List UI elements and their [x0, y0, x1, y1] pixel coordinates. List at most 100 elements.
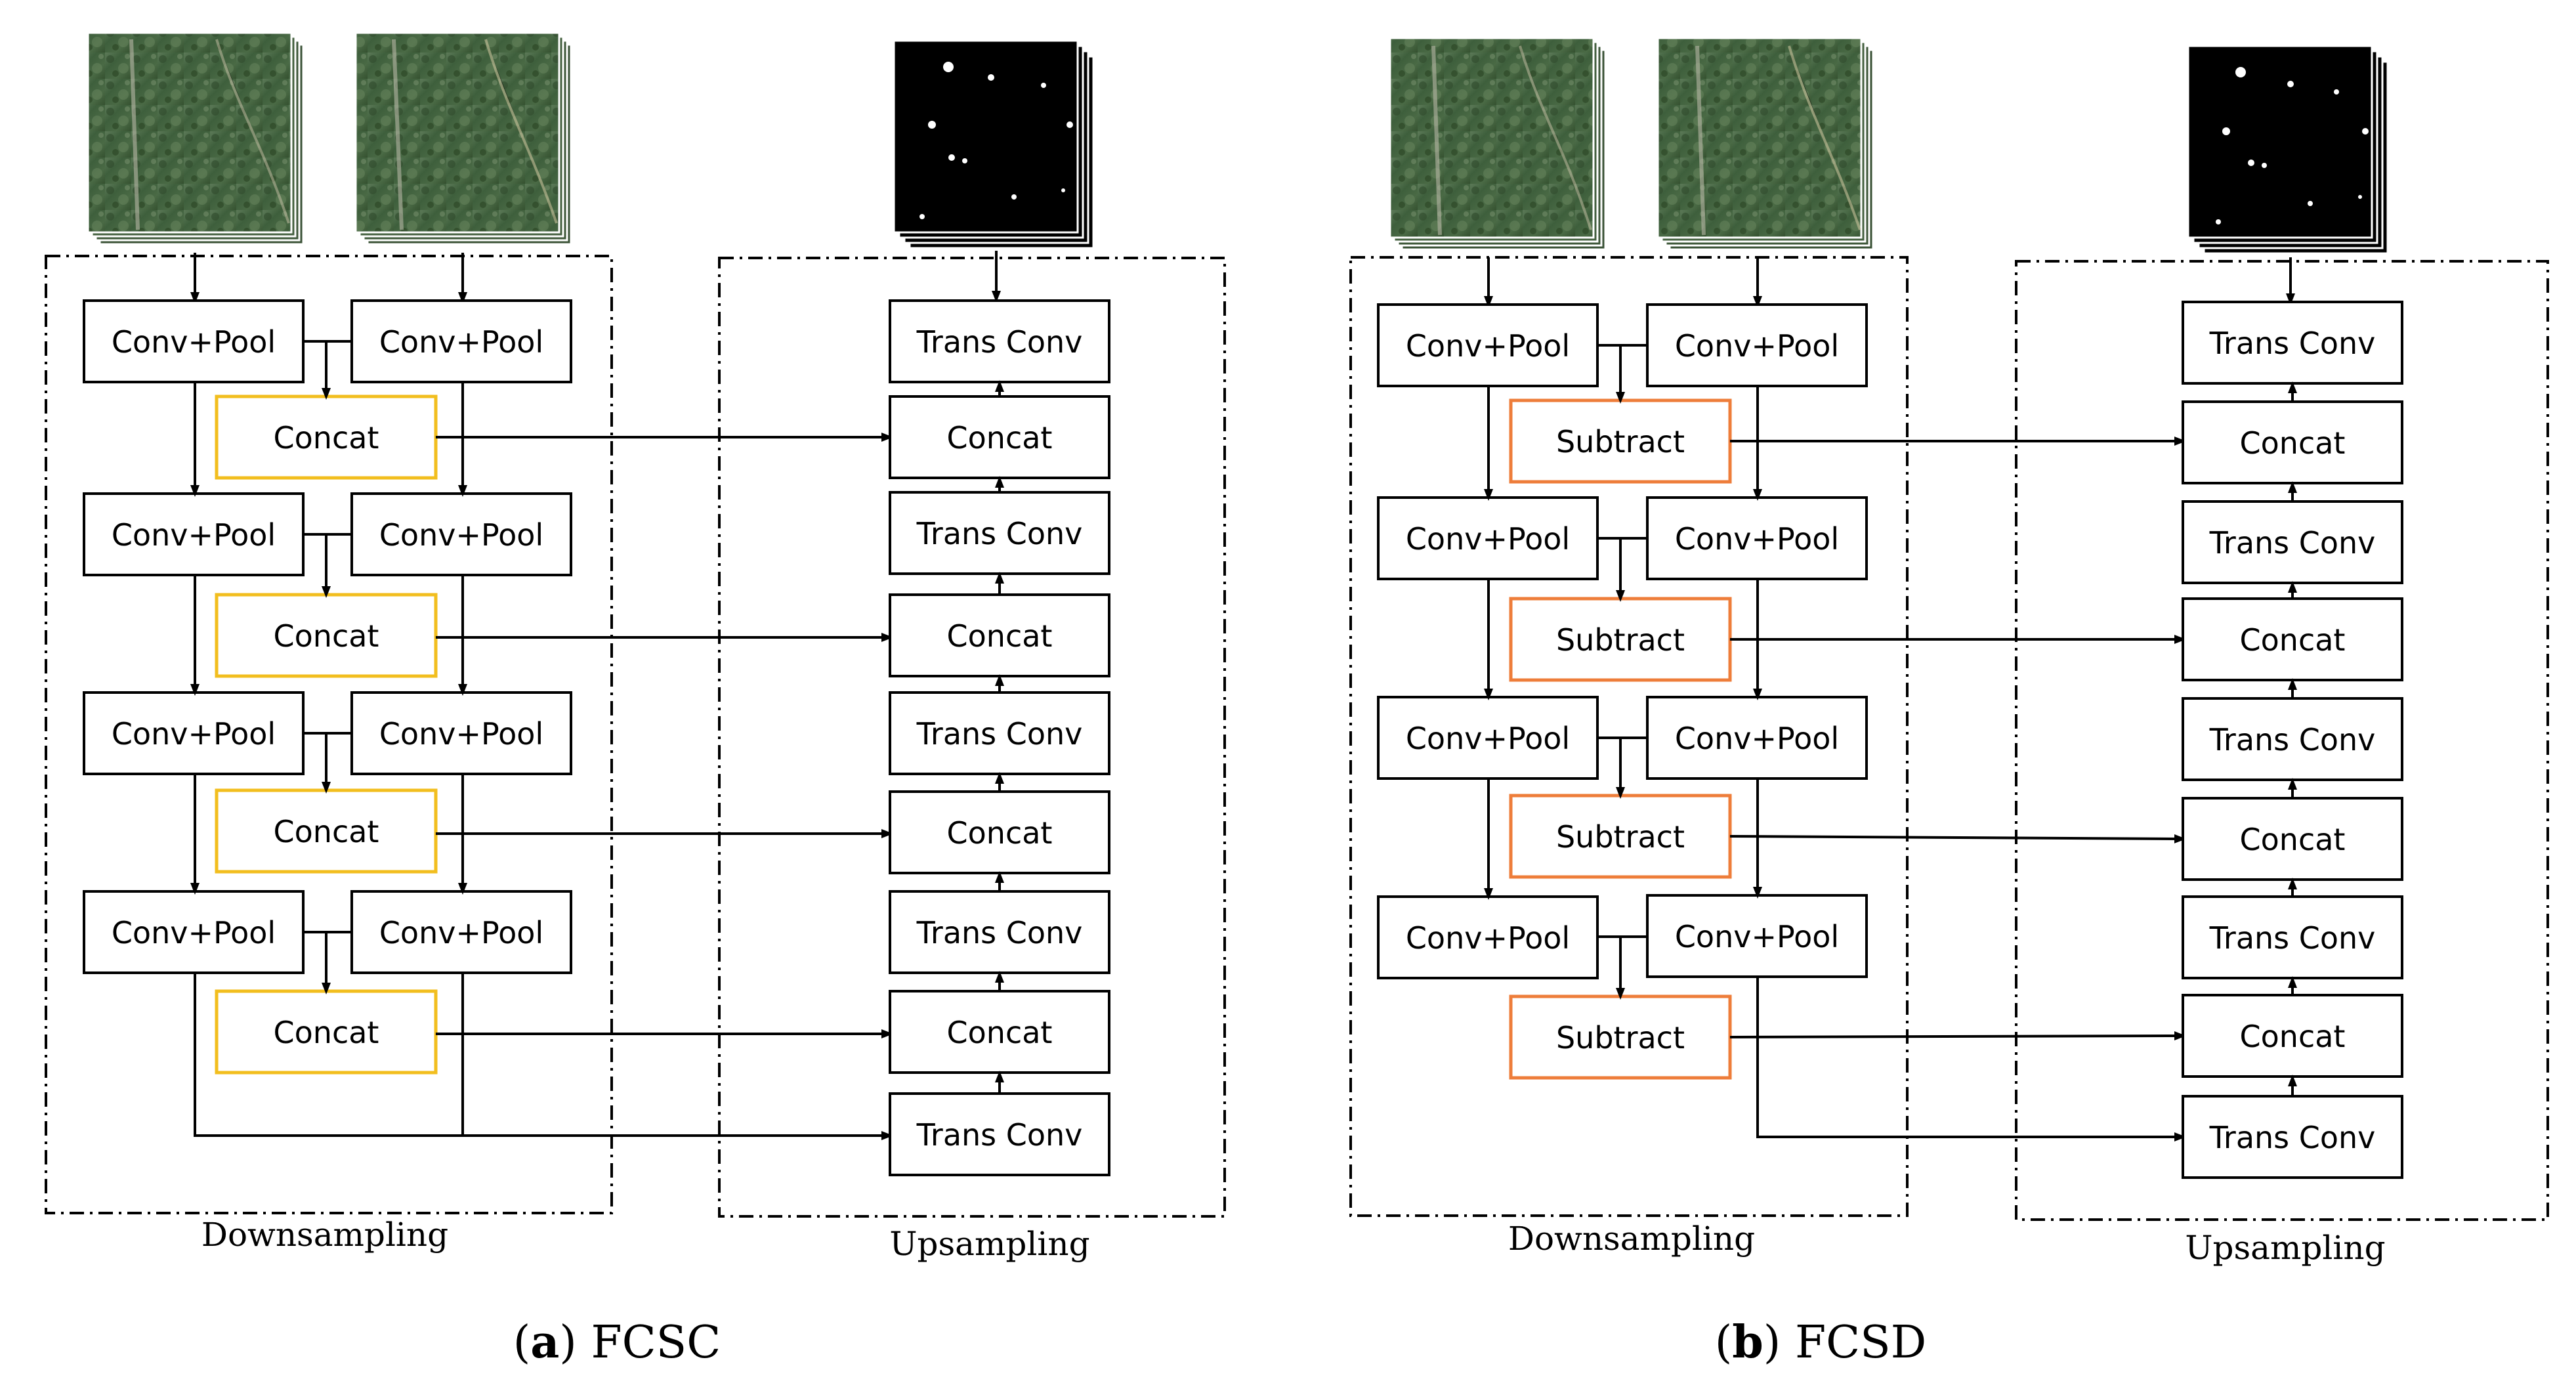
- encoder-right-b-4: Conv+Pool: [1646, 894, 1868, 978]
- svg-text:Concat: Concat: [947, 815, 1053, 851]
- downsampling-label-a: Downsampling: [201, 1216, 448, 1254]
- decoder-a-8: Concat: [889, 990, 1110, 1074]
- output-change-map-a: [893, 39, 1095, 249]
- svg-text:Concat: Concat: [947, 420, 1053, 456]
- svg-text:Concat: Concat: [274, 420, 379, 456]
- encoder-right-a-2: Conv+Pool: [350, 492, 572, 576]
- svg-text:Trans Conv: Trans Conv: [916, 324, 1083, 360]
- output-change-map-b: [2187, 45, 2389, 255]
- svg-text:Conv+Pool: Conv+Pool: [112, 915, 276, 950]
- svg-text:Concat: Concat: [2240, 822, 2346, 857]
- svg-text:Trans Conv: Trans Conv: [2209, 525, 2376, 561]
- encoder-right-b-1: Conv+Pool: [1646, 303, 1868, 387]
- subtract-box-b-2: Subtract: [1509, 597, 1732, 682]
- svg-text:Concat: Concat: [947, 1015, 1053, 1050]
- encoder-right-b-2: Conv+Pool: [1646, 496, 1868, 580]
- encoder-left-b-3: Conv+Pool: [1377, 696, 1599, 780]
- svg-text:Conv+Pool: Conv+Pool: [1406, 328, 1570, 364]
- upsampling-label-a: Upsampling: [889, 1225, 1089, 1263]
- svg-text:Conv+Pool: Conv+Pool: [379, 716, 543, 752]
- subtract-box-b-4: Subtract: [1509, 994, 1732, 1080]
- svg-text:Trans Conv: Trans Conv: [916, 716, 1083, 752]
- svg-text:Conv+Pool: Conv+Pool: [112, 517, 276, 553]
- downsampling-container-a: [45, 255, 613, 1214]
- encoder-right-a-1: Conv+Pool: [350, 299, 572, 383]
- input-image-t2-a: [354, 32, 572, 245]
- svg-text:Conv+Pool: Conv+Pool: [1406, 920, 1570, 956]
- subtract-box-b-1: Subtract: [1509, 398, 1732, 484]
- encoder-left-a-3: Conv+Pool: [83, 691, 305, 775]
- decoder-b-7: Trans Conv: [2182, 895, 2403, 979]
- svg-text:Conv+Pool: Conv+Pool: [1675, 721, 1839, 756]
- svg-text:Conv+Pool: Conv+Pool: [379, 517, 543, 553]
- svg-text:Conv+Pool: Conv+Pool: [112, 716, 276, 752]
- encoder-left-a-1: Conv+Pool: [83, 299, 305, 383]
- svg-text:Conv+Pool: Conv+Pool: [1406, 721, 1570, 756]
- panel-b: Conv+Pool Conv+Pool Conv+Pool Conv+Pool …: [1349, 37, 2549, 1369]
- encoder-right-a-3: Conv+Pool: [350, 691, 572, 775]
- decoder-b-4: Concat: [2182, 597, 2403, 681]
- svg-text:Trans Conv: Trans Conv: [916, 516, 1083, 551]
- decoder-a-6: Concat: [889, 790, 1110, 874]
- decoder-a-4: Concat: [889, 593, 1110, 677]
- decoder-a-7: Trans Conv: [889, 890, 1110, 974]
- svg-text:Conv+Pool: Conv+Pool: [379, 915, 543, 950]
- svg-text:Subtract: Subtract: [1556, 622, 1685, 658]
- decoder-a-3: Trans Conv: [889, 491, 1110, 575]
- upsampling-container-b: [2015, 260, 2549, 1221]
- svg-text:Trans Conv: Trans Conv: [916, 915, 1083, 950]
- encoder-right-a-4: Conv+Pool: [350, 890, 572, 974]
- decoder-a-9: Trans Conv: [889, 1092, 1110, 1176]
- decoder-b-9: Trans Conv: [2182, 1095, 2403, 1179]
- svg-text:Subtract: Subtract: [1556, 819, 1685, 855]
- downsampling-label-b: Downsampling: [1508, 1220, 1755, 1258]
- caption-b-name: FCSD: [1795, 1317, 1926, 1369]
- svg-text:Trans Conv: Trans Conv: [2209, 1120, 2376, 1155]
- decoder-a-2: Concat: [889, 395, 1110, 479]
- svg-text:Trans Conv: Trans Conv: [2209, 326, 2376, 361]
- input-image-t2-b: [1657, 37, 1874, 251]
- svg-text:Trans Conv: Trans Conv: [2209, 722, 2376, 758]
- svg-text:Concat: Concat: [2240, 425, 2346, 461]
- svg-text:Concat: Concat: [274, 618, 379, 654]
- upsampling-label-b: Upsampling: [2185, 1229, 2385, 1267]
- svg-text:Concat: Concat: [2240, 622, 2346, 658]
- svg-text:Subtract: Subtract: [1556, 424, 1685, 459]
- encoder-left-a-2: Conv+Pool: [83, 492, 305, 576]
- concat-box-a-2: Concat: [215, 593, 438, 678]
- subtract-box-b-3: Subtract: [1509, 794, 1732, 879]
- input-image-t1-a: [87, 32, 305, 245]
- decoder-b-5: Trans Conv: [2182, 697, 2403, 781]
- decoder-b-8: Concat: [2182, 994, 2403, 1078]
- input-image-t1-b: [1389, 37, 1607, 251]
- decoder-b-3: Trans Conv: [2182, 500, 2403, 584]
- svg-text:Conv+Pool: Conv+Pool: [1406, 521, 1570, 557]
- decoder-b-6: Concat: [2182, 797, 2403, 881]
- concat-box-a-4: Concat: [215, 989, 438, 1075]
- caption-a-name: FCSC: [591, 1317, 721, 1369]
- decoder-b-2: Concat: [2182, 400, 2403, 484]
- upsampling-container-a: [718, 257, 1226, 1218]
- encoder-left-b-1: Conv+Pool: [1377, 303, 1599, 387]
- decoder-a-5: Trans Conv: [889, 691, 1110, 775]
- panel-a: Conv+Pool Conv+Pool Conv+Pool Conv+Pool …: [45, 32, 1226, 1369]
- decoder-b-1: Trans Conv: [2182, 301, 2403, 385]
- caption-b: (b) FCSD: [1715, 1316, 1927, 1369]
- svg-text:Conv+Pool: Conv+Pool: [112, 324, 276, 360]
- caption-a: (a) FCSC: [513, 1316, 721, 1369]
- svg-text:Trans Conv: Trans Conv: [2209, 920, 2376, 956]
- caption-a-letter: a: [530, 1316, 559, 1369]
- encoder-left-a-4: Conv+Pool: [83, 890, 305, 974]
- svg-text:Conv+Pool: Conv+Pool: [1675, 919, 1839, 954]
- svg-text:Conv+Pool: Conv+Pool: [1675, 521, 1839, 557]
- caption-b-letter: b: [1732, 1316, 1763, 1369]
- svg-text:Concat: Concat: [947, 618, 1053, 654]
- concat-box-a-3: Concat: [215, 788, 438, 874]
- concat-box-a-1: Concat: [215, 395, 438, 480]
- encoder-right-b-3: Conv+Pool: [1646, 696, 1868, 780]
- decoder-a-1: Trans Conv: [889, 299, 1110, 383]
- encoder-left-b-2: Conv+Pool: [1377, 496, 1599, 580]
- svg-text:Conv+Pool: Conv+Pool: [379, 324, 543, 360]
- svg-text:Concat: Concat: [274, 814, 379, 849]
